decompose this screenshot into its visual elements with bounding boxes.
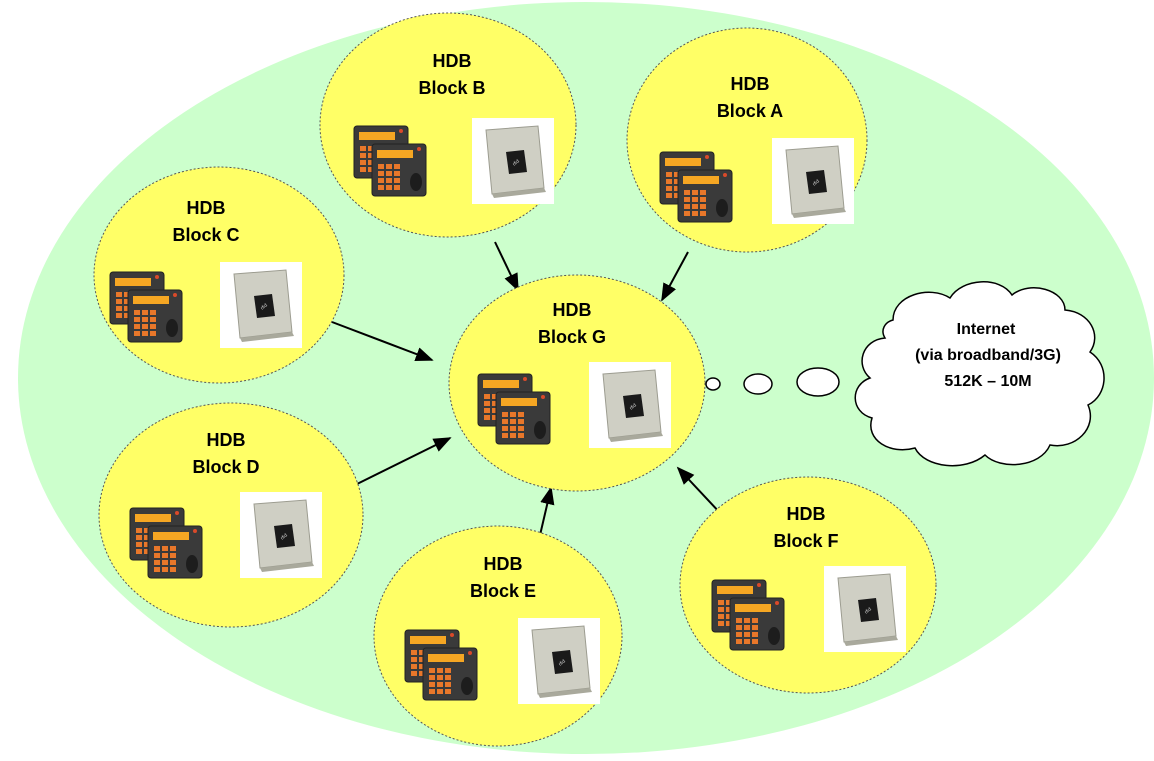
- bubble-dot-small: [705, 377, 721, 391]
- wireless-reader-icon: [517, 617, 601, 705]
- wireless-reader-icon: [239, 491, 323, 579]
- block-g-node: HDB Block G: [448, 274, 706, 492]
- block-e-label-2: Block E: [470, 581, 536, 601]
- internet-label-2: (via broadband/3G): [915, 347, 1061, 364]
- block-b-label-2: Block B: [418, 78, 485, 98]
- arrow-f-to-g: [676, 466, 723, 516]
- block-a-label-1: HDB: [731, 74, 770, 94]
- block-a-node: HDB Block A: [626, 27, 868, 253]
- wireless-reader-icon: [771, 137, 855, 225]
- block-c-label-1: HDB: [187, 198, 226, 218]
- arrow-b-to-g: [494, 241, 519, 292]
- block-b-label-1: HDB: [433, 51, 472, 71]
- wireless-reader-icon: [219, 261, 303, 349]
- arrow-c-to-g: [331, 321, 434, 361]
- block-e-label-1: HDB: [484, 554, 523, 574]
- block-d-label-1: HDB: [207, 430, 246, 450]
- wireless-reader-icon: [471, 117, 555, 205]
- internet-cloud: [854, 281, 1105, 467]
- wireless-reader-icon: [823, 565, 907, 653]
- internet-label-3: 512K – 10M: [944, 373, 1031, 390]
- block-f-label-2: Block F: [773, 531, 838, 551]
- block-d-node: HDB Block D: [98, 402, 364, 628]
- block-d-label-2: Block D: [192, 457, 259, 477]
- internet-label-1: Internet: [957, 321, 1016, 338]
- block-g-label-1: HDB: [553, 300, 592, 320]
- block-f-label-1: HDB: [787, 504, 826, 524]
- block-e-node: HDB Block E: [373, 525, 623, 747]
- block-a-label-2: Block A: [717, 101, 783, 121]
- arrow-a-to-g: [661, 251, 689, 302]
- block-b-node: HDB Block B: [319, 12, 577, 238]
- arrow-d-to-g: [354, 437, 452, 486]
- bubble-dot-large: [796, 367, 840, 397]
- block-g-label-2: Block G: [538, 327, 606, 347]
- bubble-dot-medium: [743, 373, 773, 395]
- block-c-label-2: Block C: [172, 225, 239, 245]
- block-f-node: HDB Block F: [679, 476, 937, 694]
- wireless-reader-icon: [588, 361, 672, 449]
- block-c-node: HDB Block C: [93, 166, 345, 384]
